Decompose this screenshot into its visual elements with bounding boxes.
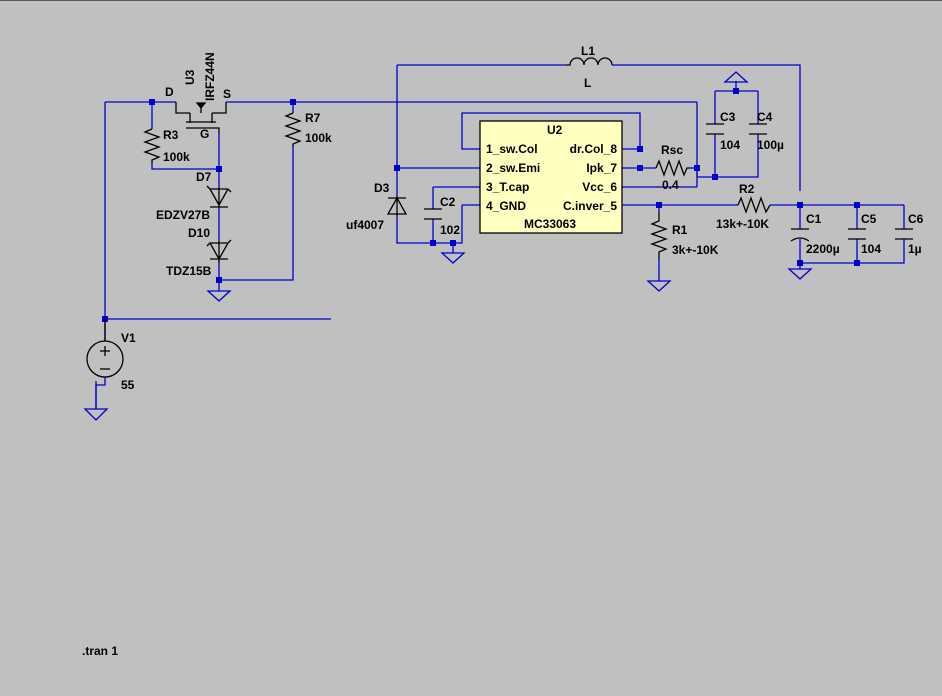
u3-pin-s: S (223, 87, 231, 101)
capacitor-c4[interactable] (749, 123, 767, 135)
u2-pin-3: 3_T.cap (486, 180, 529, 194)
zener-d7[interactable] (206, 185, 232, 208)
l1-ref: L1 (581, 44, 595, 58)
ground-symbol-d10 (206, 290, 232, 302)
wires[interactable] (95, 64, 905, 409)
u3-ref: U3 (183, 69, 197, 85)
d10-ref: D10 (188, 226, 210, 240)
u2-ref: U2 (547, 123, 563, 137)
u3-pin-d: D (165, 85, 174, 99)
ground-symbol-c2 (440, 252, 466, 264)
rsc-ref: Rsc (661, 143, 683, 157)
c1-value: 2200µ (806, 242, 840, 256)
capacitor-c3[interactable] (706, 123, 724, 135)
c3-value: 104 (720, 138, 740, 152)
r1-value: 3k+-10K (672, 243, 719, 257)
c2-value: 102 (440, 223, 460, 237)
ground-symbol-c1 (787, 268, 813, 280)
voltage-source-v1[interactable] (86, 319, 124, 409)
r1-ref: R1 (672, 223, 688, 237)
c4-value: 100µ (757, 138, 784, 152)
ic-u2[interactable] (479, 120, 623, 234)
u2-value: MC33063 (524, 217, 576, 231)
ground-symbol-top (723, 71, 749, 83)
inductor-l1[interactable] (566, 57, 613, 66)
resistor-r1[interactable] (650, 213, 668, 259)
u3-value: IRFZ44N (203, 52, 217, 101)
resistor-r2[interactable] (737, 196, 771, 214)
v1-ref: V1 (121, 331, 136, 345)
v1-value: 55 (121, 378, 135, 392)
mosfet-u3[interactable] (175, 102, 227, 133)
diode-d3[interactable] (386, 196, 408, 216)
resistor-rsc[interactable] (655, 159, 690, 177)
capacitor-c2[interactable] (424, 208, 442, 220)
d3-value: uf4007 (346, 218, 384, 232)
u2-pin-1: 1_sw.Col (486, 142, 538, 156)
capacitor-c1[interactable] (790, 228, 810, 242)
d3-ref: D3 (374, 181, 390, 195)
c6-ref: C6 (908, 212, 924, 226)
u3-pin-g: G (200, 127, 209, 141)
u2-pin-6: Vcc_6 (582, 180, 617, 194)
c5-value: 104 (861, 242, 881, 256)
spice-directive[interactable]: .tran 1 (82, 644, 118, 658)
resistor-r7[interactable] (284, 112, 302, 147)
u2-pin-2: 2_sw.Emi (486, 161, 540, 175)
zener-d10[interactable] (206, 239, 232, 263)
d7-ref: D7 (196, 170, 212, 184)
u2-pin-4: 4_GND (486, 199, 526, 213)
r2-ref: R2 (739, 182, 755, 196)
ground-symbol-r1 (646, 280, 672, 292)
r3-value: 100k (163, 150, 190, 164)
u2-pin-7: Ipk_7 (586, 161, 617, 175)
d10-value: TDZ15B (166, 264, 212, 278)
d7-value: EDZV27B (156, 208, 210, 222)
u2-pin-5: C.inver_5 (563, 199, 617, 213)
capacitor-c5[interactable] (848, 228, 866, 240)
junction-dots (102, 88, 860, 322)
r7-value: 100k (305, 131, 332, 145)
u2-pin-8: dr.Col_8 (570, 142, 618, 156)
r3-ref: R3 (163, 128, 179, 142)
c6-value: 1µ (908, 242, 922, 256)
c1-ref: C1 (806, 212, 822, 226)
c2-ref: C2 (440, 195, 456, 209)
l1-value: L (584, 76, 591, 90)
r2-value: 13k+-10K (716, 217, 769, 231)
c4-ref: C4 (757, 110, 773, 124)
resistor-r3[interactable] (143, 128, 161, 163)
r7-ref: R7 (305, 111, 321, 125)
capacitor-c6[interactable] (895, 228, 913, 240)
c5-ref: C5 (861, 212, 877, 226)
c3-ref: C3 (720, 110, 736, 124)
rsc-value: 0.4 (662, 178, 679, 192)
ground-symbol-v1 (83, 408, 109, 421)
